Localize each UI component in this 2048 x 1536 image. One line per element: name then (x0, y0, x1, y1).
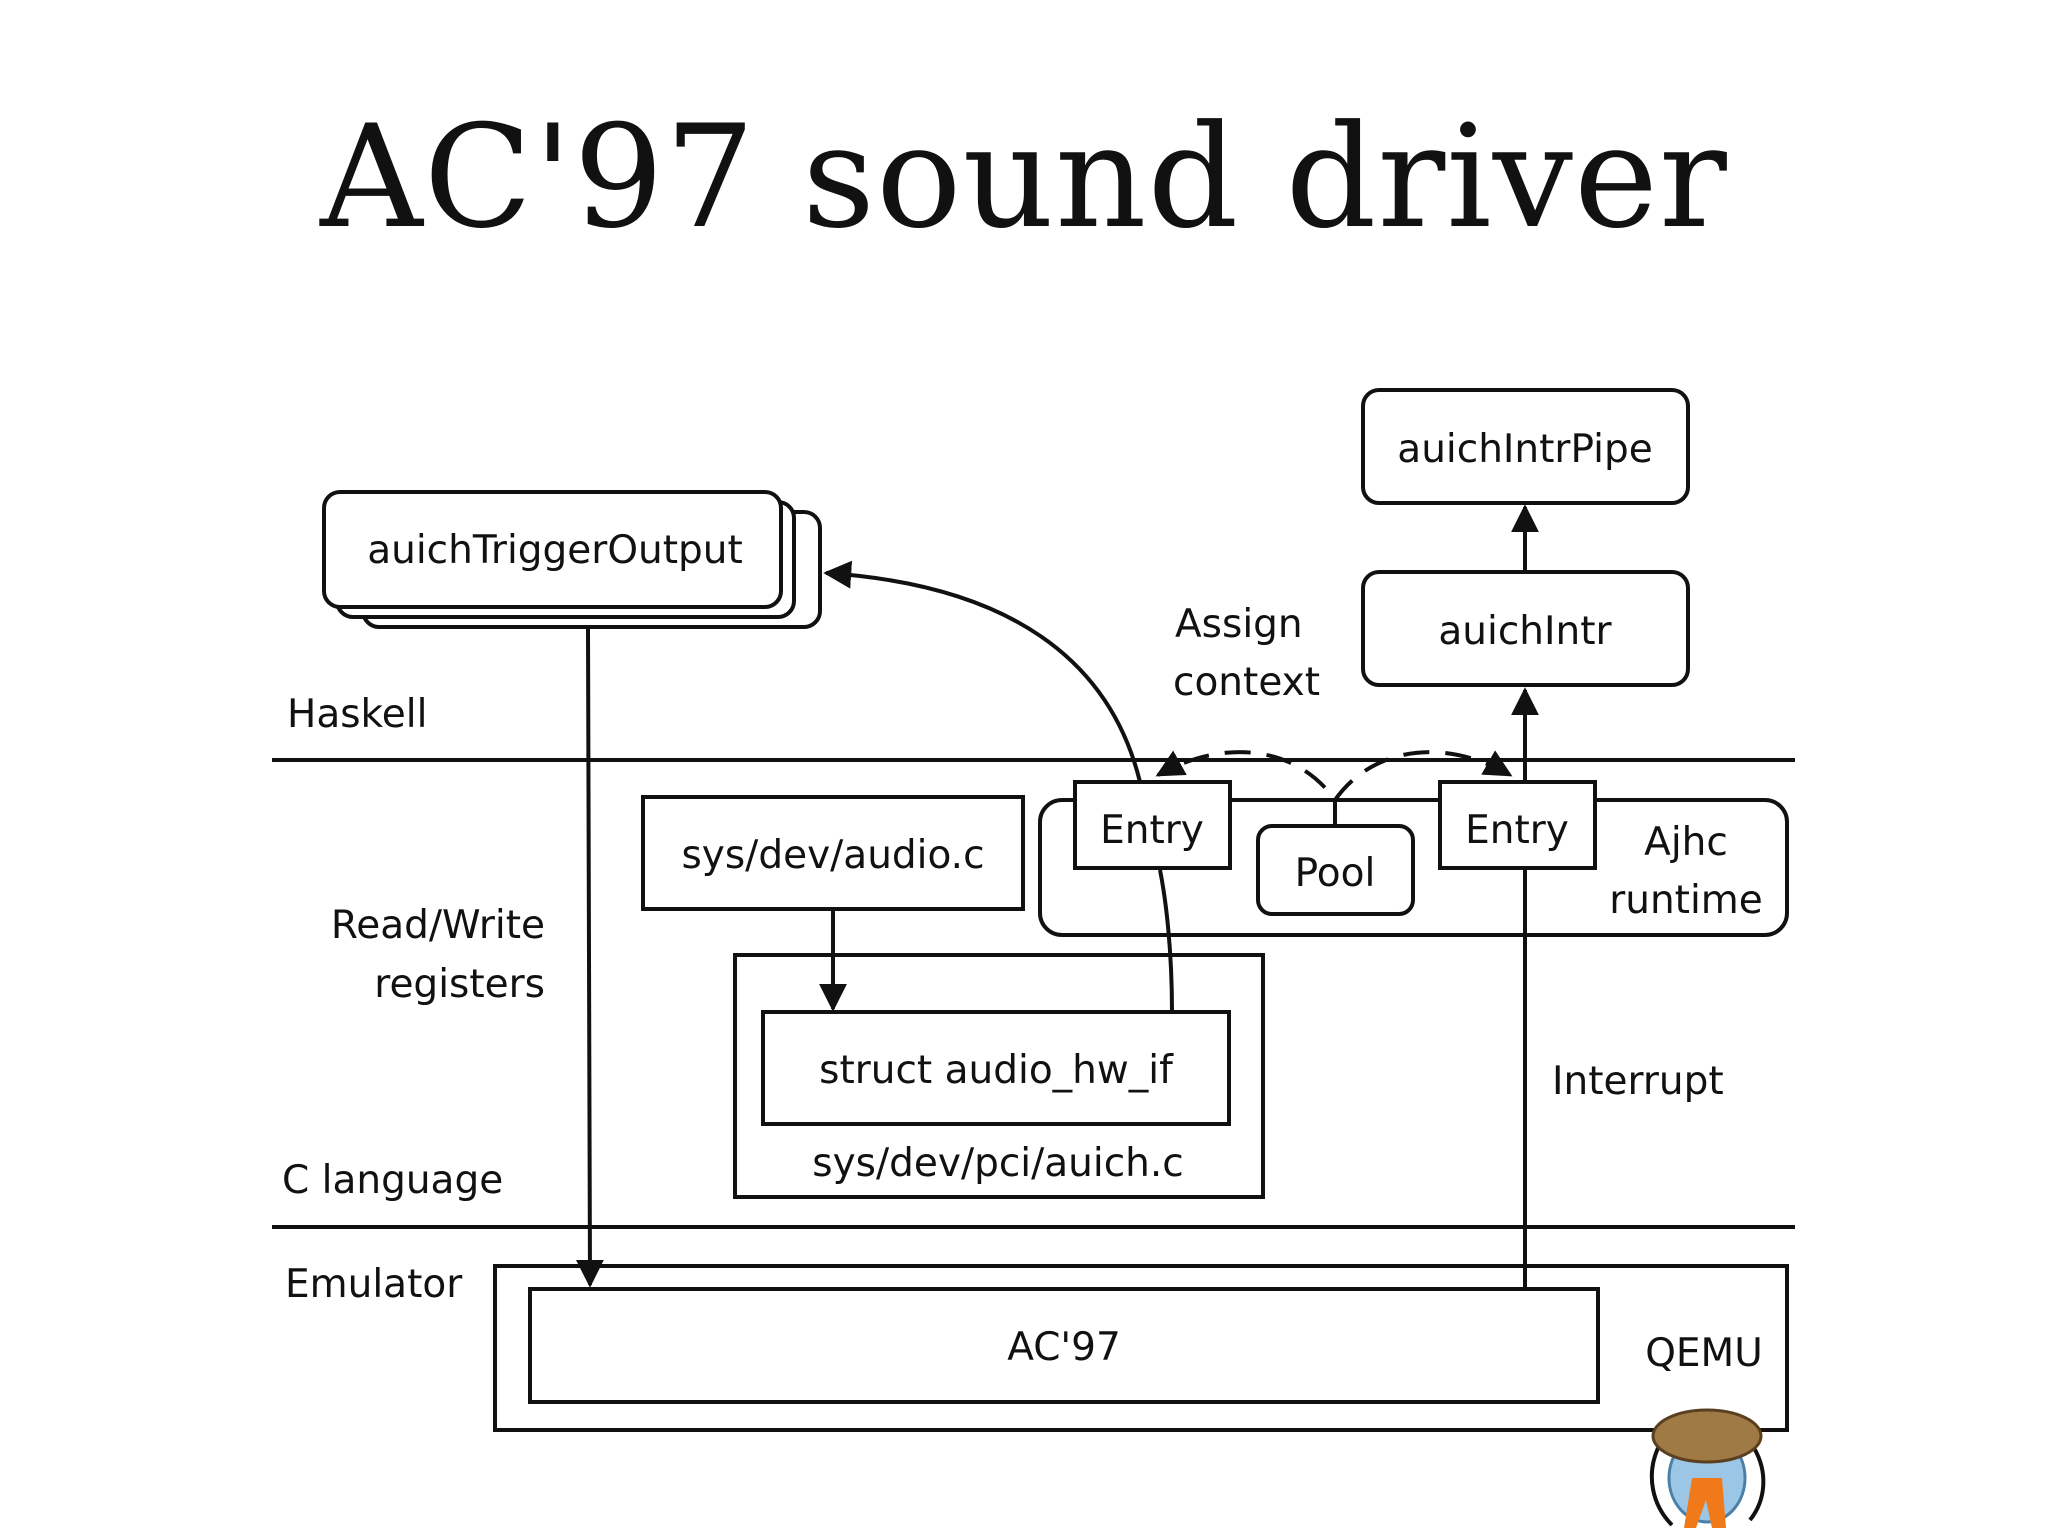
layer-label-haskell: Haskell (287, 692, 427, 737)
read-write-label-line2: registers (374, 962, 545, 1007)
trigger-output-box (322, 490, 783, 609)
hw-if-box (761, 1010, 1231, 1126)
assign-context-label-line1: Assign (1175, 602, 1303, 647)
trigger-to-ac97-arrow (575, 628, 604, 1288)
mascot-right-arm (1748, 1446, 1766, 1522)
intr-label: auichIntr (1438, 609, 1612, 654)
interrupt-label: Interrupt (1552, 1059, 1724, 1104)
lambda-icon (1684, 1478, 1726, 1528)
assign-context-label-line2: context (1173, 660, 1320, 705)
auich-c-label: sys/dev/pci/auich.c (812, 1141, 1183, 1186)
mascot-left-arm (1649, 1447, 1674, 1527)
entry-left-box (1073, 780, 1232, 870)
audio-c-label: sys/dev/audio.c (681, 833, 984, 878)
ajhc-runtime-label-line1: Ajhc (1644, 820, 1728, 865)
qemu-label: QEMU (1645, 1331, 1763, 1376)
layer-label-emulator: Emulator (285, 1262, 463, 1307)
layer-label-c-language: C language (282, 1158, 503, 1203)
slide-title: AC'97 sound driver (320, 95, 1728, 260)
entry-left-label: Entry (1100, 808, 1204, 853)
read-write-label-line1: Read/Write (331, 903, 545, 948)
pool-label: Pool (1295, 851, 1376, 896)
hw-if-to-entry-line (1158, 869, 1174, 1013)
intr-pipe-box (1361, 388, 1690, 505)
ac97-label: AC'97 (1007, 1325, 1121, 1370)
mascot-shell (1651, 1408, 1763, 1464)
ajhc-runtime-label-line2: runtime (1609, 878, 1763, 923)
pool-to-entry-right-dashed-arrow (1333, 750, 1513, 802)
intr-pipe-label: auichIntrPipe (1397, 427, 1652, 472)
entry-right-label: Entry (1465, 808, 1569, 853)
entry-right-box (1438, 780, 1597, 870)
trigger-output-stack: auichTriggerOutput (322, 490, 822, 629)
trigger-output-label: auichTriggerOutput (367, 528, 743, 573)
ajhc-mascot-logo (1649, 1408, 1766, 1528)
entry-to-trigger-arrow (823, 560, 1142, 783)
pool-to-entry-left-dashed-arrow (1155, 750, 1337, 826)
ac97-box (528, 1287, 1600, 1404)
hw-if-label: struct audio_hw_if (819, 1048, 1174, 1093)
